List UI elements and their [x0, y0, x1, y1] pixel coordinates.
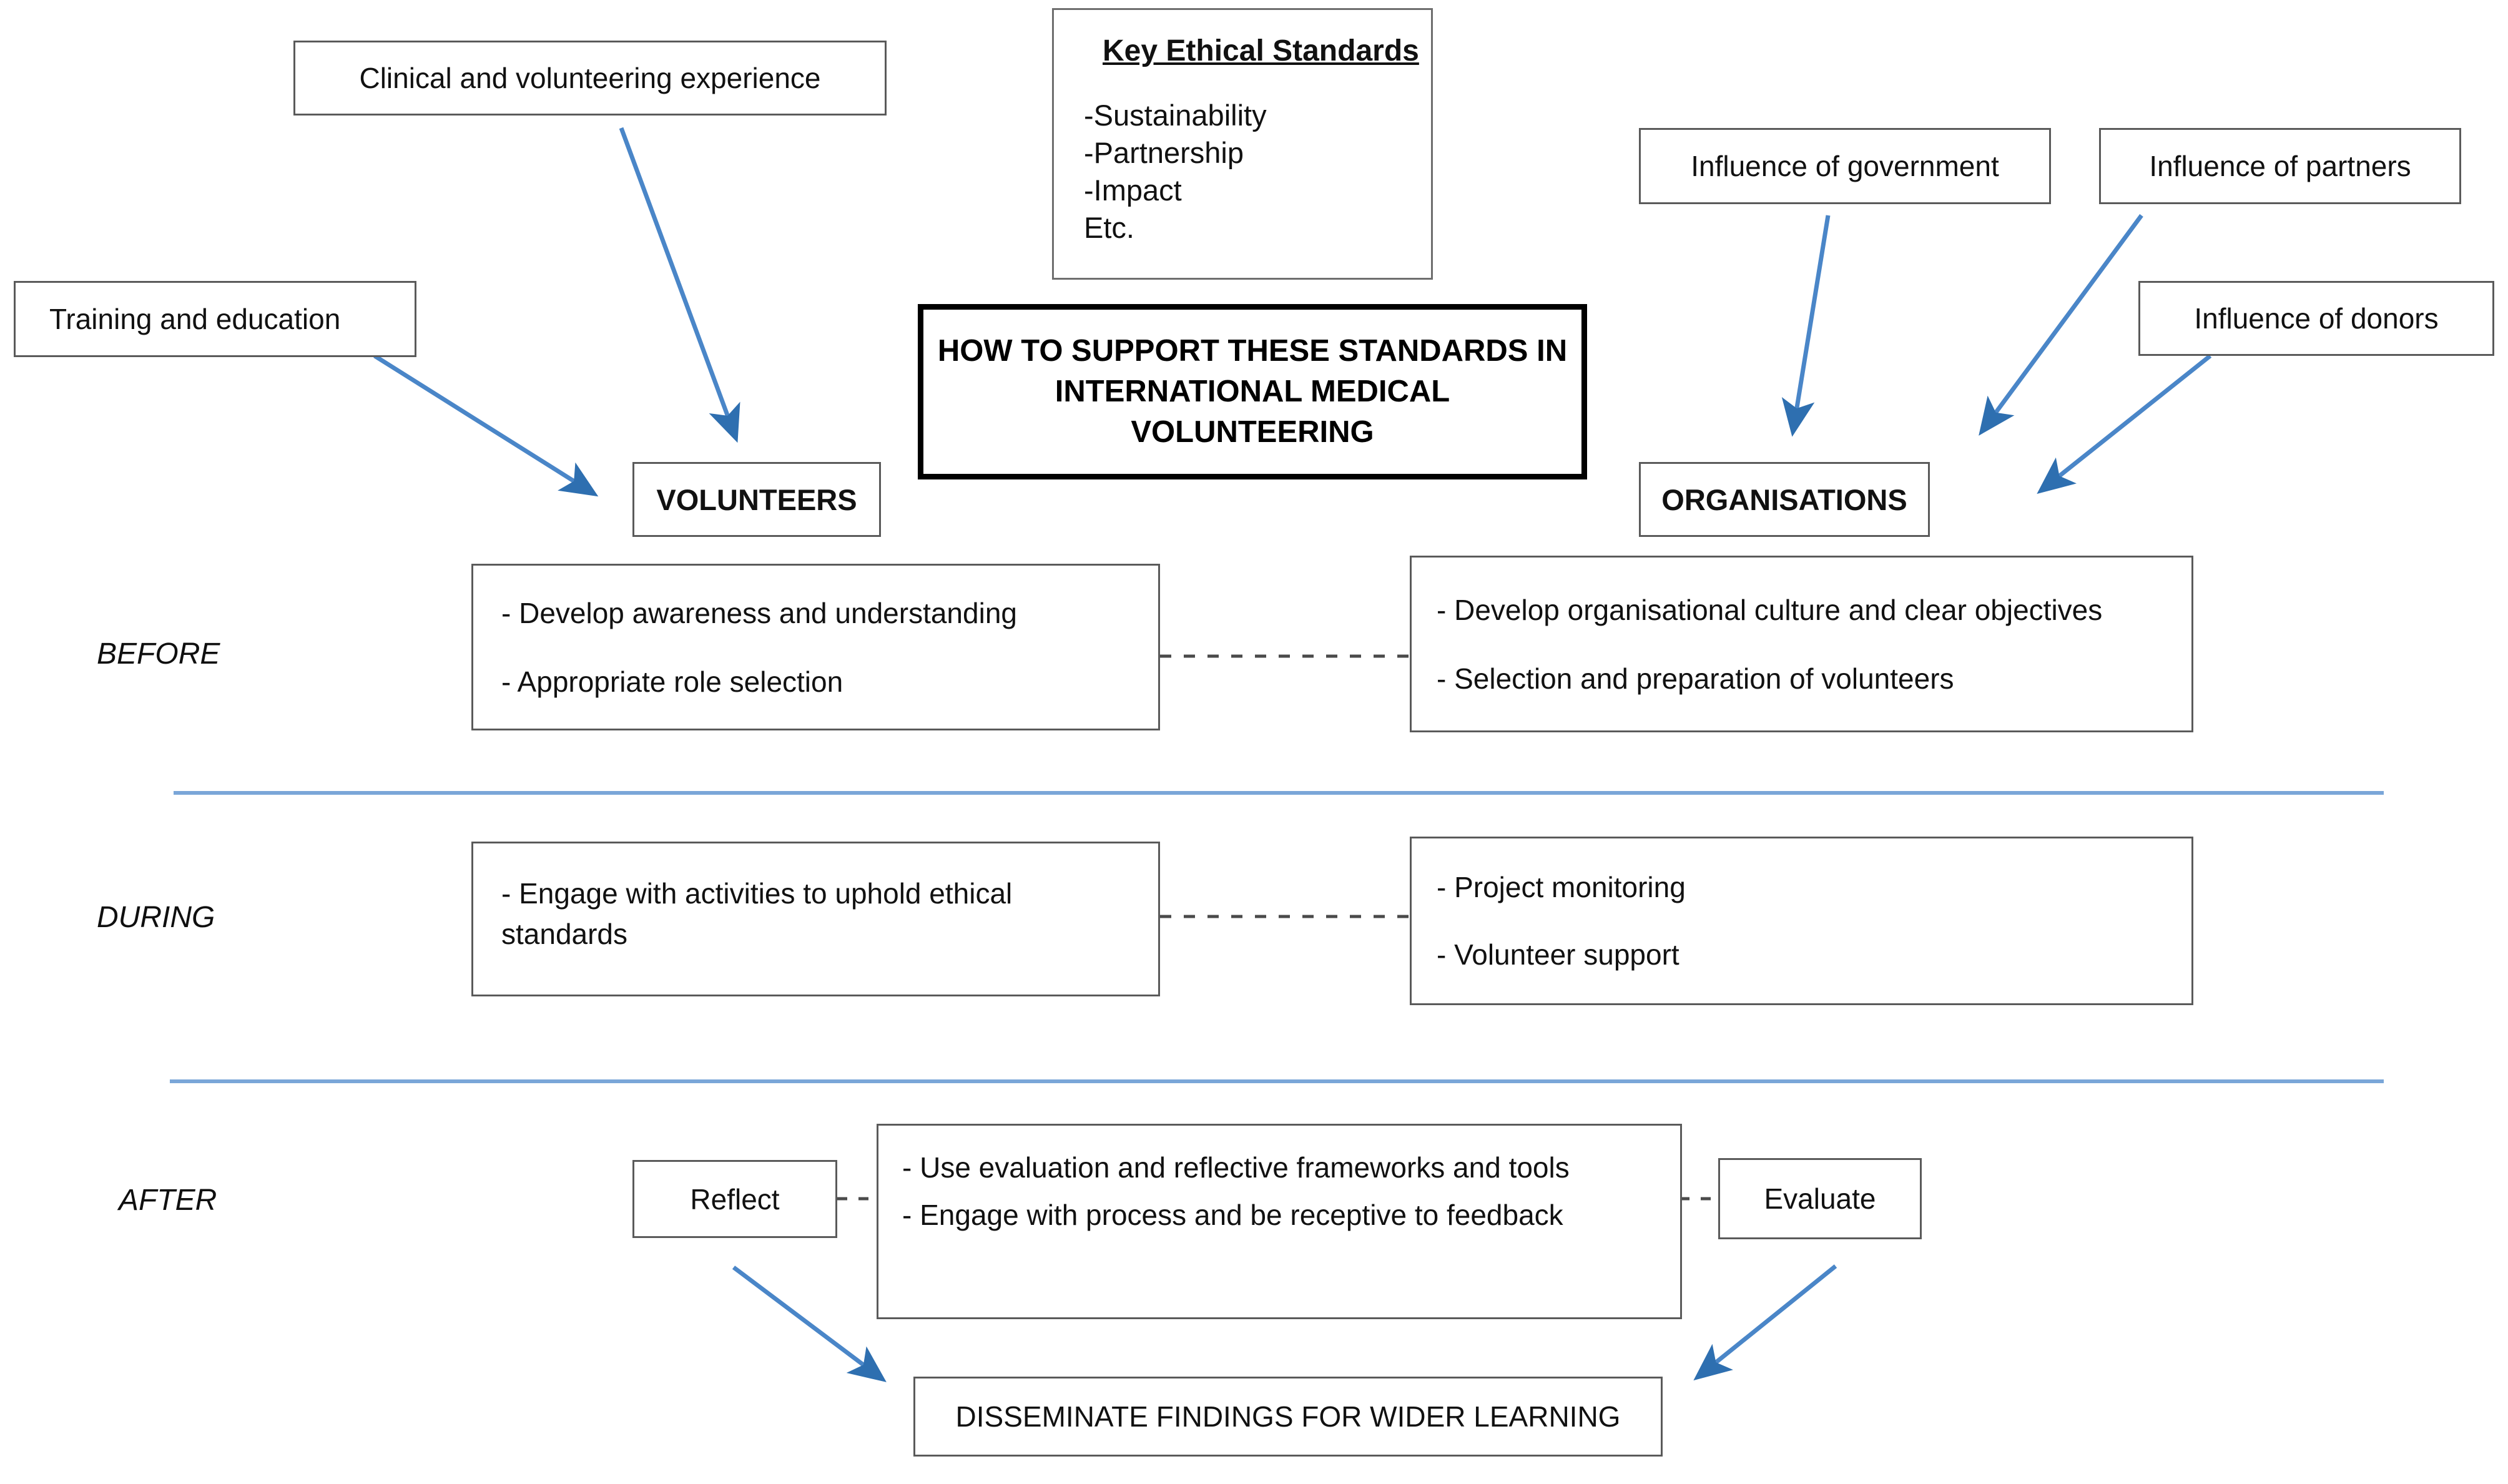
after-shared-bullet-1: - Engage with process and be receptive t… — [902, 1199, 1563, 1231]
arrow-donors-to-organisations — [2037, 354, 2212, 494]
after-evaluate-label: Evaluate — [1764, 1182, 1876, 1215]
key-ethical-standards-heading: Key Ethical Standards — [1103, 34, 1419, 67]
input-box-influence-donors[interactable]: Influence of donors — [2138, 281, 2494, 356]
central-title-line-3: VOLUNTEERING — [1131, 415, 1374, 449]
after-shared-bullet-0: - Use evaluation and reflective framewor… — [902, 1151, 1570, 1184]
key-ethical-standards-box: Key Ethical Standards -Sustainability -P… — [1052, 8, 1433, 280]
outcome-box-disseminate[interactable]: DISSEMINATE FINDINGS FOR WIDER LEARNING — [913, 1377, 1663, 1457]
input-box-influence-government[interactable]: Influence of government — [1639, 128, 2051, 204]
arrow-clinical-to-volunteers — [619, 127, 740, 443]
input-box-clinical-experience[interactable]: Clinical and volunteering experience — [293, 41, 887, 115]
during-organisations-bullet-0: - Project monitoring — [1437, 871, 1686, 903]
arrow-reflect-to-disseminate — [732, 1265, 887, 1382]
after-evaluate-box[interactable]: Evaluate — [1718, 1158, 1922, 1239]
input-box-clinical-experience-label: Clinical and volunteering experience — [359, 62, 821, 94]
central-title-line-1: HOW TO SUPPORT THESE STANDARDS IN — [937, 334, 1568, 368]
outcome-box-disseminate-label: DISSEMINATE FINDINGS FOR WIDER LEARNING — [955, 1400, 1621, 1433]
arrow-government-to-organisations — [1781, 215, 1831, 437]
actor-box-organisations-label: ORGANISATIONS — [1661, 483, 1907, 516]
arrow-training-to-volunteers — [373, 354, 599, 497]
input-box-training-education-label: Training and education — [49, 303, 341, 335]
before-volunteers-bullet-0: - Develop awareness and understanding — [501, 596, 1017, 629]
before-volunteers-bullet-1: - Appropriate role selection — [501, 665, 843, 698]
phase-label-during: DURING — [97, 901, 215, 934]
after-shared-box[interactable]: - Use evaluation and reflective framewor… — [877, 1124, 1682, 1319]
arrow-evaluate-to-disseminate — [1693, 1264, 1837, 1381]
arrow-partners-to-organisations — [1979, 214, 2143, 436]
actor-box-volunteers-label: VOLUNTEERS — [656, 483, 857, 516]
before-volunteers-box[interactable]: - Develop awareness and understanding - … — [471, 564, 1160, 730]
after-reflect-label: Reflect — [690, 1182, 780, 1216]
key-ethical-standards-item-1: -Partnership — [1084, 136, 1244, 170]
phase-label-before: BEFORE — [97, 637, 220, 671]
central-title-box: HOW TO SUPPORT THESE STANDARDS IN INTERN… — [918, 304, 1587, 479]
input-box-influence-partners[interactable]: Influence of partners — [2099, 128, 2461, 204]
during-volunteers-box[interactable]: - Engage with activities to uphold ethic… — [471, 842, 1160, 996]
key-ethical-standards-item-2: -Impact — [1084, 174, 1182, 207]
input-box-training-education[interactable]: Training and education — [14, 281, 416, 357]
central-title-line-2: INTERNATIONAL MEDICAL — [1055, 375, 1450, 409]
during-volunteers-bullet-0: - Engage with activities to uphold ethic… — [501, 877, 1013, 951]
phase-label-after: AFTER — [119, 1184, 217, 1217]
key-ethical-standards-item-3: Etc. — [1084, 211, 1134, 245]
before-organisations-bullet-0: - Develop organisational culture and cle… — [1437, 593, 2103, 626]
actor-box-volunteers[interactable]: VOLUNTEERS — [632, 462, 881, 537]
during-organisations-bullet-1: - Volunteer support — [1437, 938, 1679, 971]
before-organisations-box[interactable]: - Develop organisational culture and cle… — [1410, 556, 2193, 732]
input-box-influence-donors-label: Influence of donors — [2194, 302, 2439, 335]
input-box-influence-government-label: Influence of government — [1691, 150, 1999, 182]
actor-box-organisations[interactable]: ORGANISATIONS — [1639, 462, 1930, 537]
before-organisations-bullet-1: - Selection and preparation of volunteer… — [1437, 662, 1954, 695]
key-ethical-standards-item-0: -Sustainability — [1084, 99, 1267, 132]
input-box-influence-partners-label: Influence of partners — [2149, 150, 2411, 182]
after-reflect-box[interactable]: Reflect — [632, 1160, 837, 1238]
during-organisations-box[interactable]: - Project monitoring - Volunteer support — [1410, 837, 2193, 1005]
